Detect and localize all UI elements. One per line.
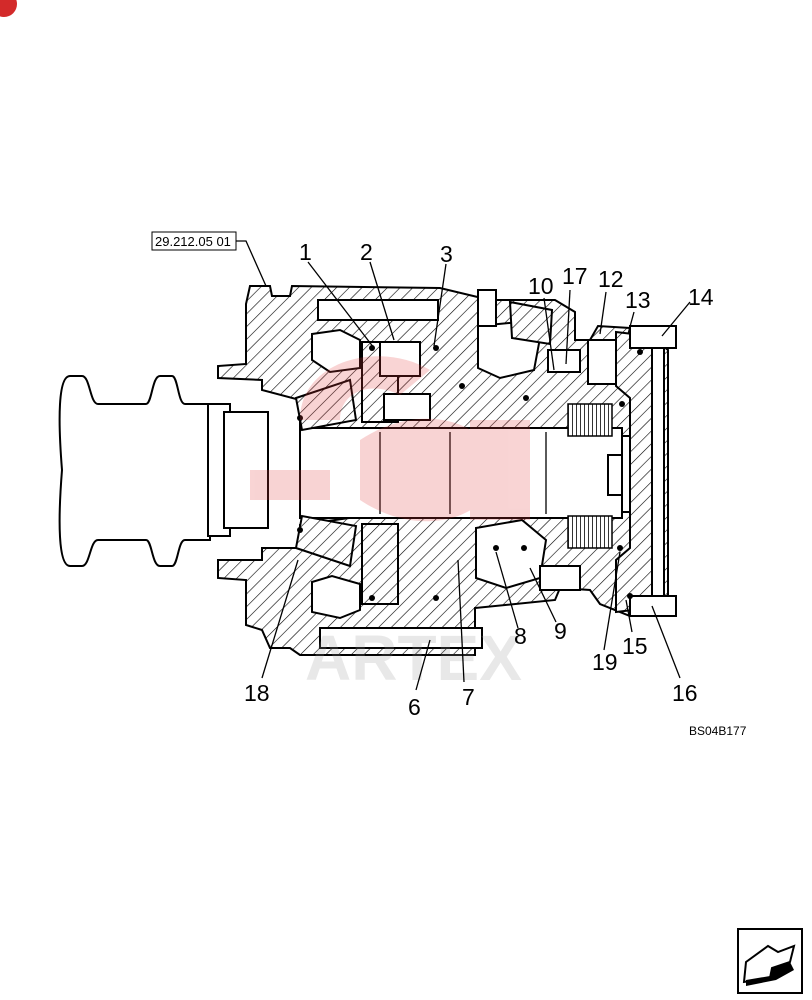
callout-17: 17 [562, 263, 588, 289]
drawing-code: BS04B177 [689, 724, 747, 738]
callout-3: 3 [440, 241, 453, 267]
output-shaft [299, 427, 623, 519]
brake-disc-pack [567, 403, 613, 437]
callout-13: 13 [625, 287, 651, 313]
o-rings [297, 345, 643, 601]
drive-sprocket [58, 375, 211, 567]
reference-label: 29.212.05 01 [155, 234, 231, 249]
callout-15: 15 [622, 633, 648, 659]
return-nav-button[interactable] [737, 928, 803, 994]
callout-8: 8 [514, 623, 527, 649]
callout-7: 7 [462, 684, 475, 710]
callout-2: 2 [360, 239, 373, 265]
watermark: ARTEX [250, 356, 530, 694]
callout-18: 18 [244, 680, 270, 706]
callout-12: 12 [598, 266, 624, 292]
corner-badge [0, 0, 17, 17]
nav-button-graphic [737, 928, 803, 994]
callout-19: 19 [592, 649, 618, 675]
callout-14: 14 [688, 284, 714, 310]
callout-16: 16 [672, 680, 698, 706]
callout-10: 10 [528, 273, 554, 299]
watermark-text: ARTEX [305, 622, 522, 694]
reference-box: 29.212.05 01 [151, 231, 267, 287]
callout-9: 9 [554, 618, 567, 644]
leader-lines [261, 261, 691, 691]
callout-6: 6 [408, 694, 421, 720]
callout-1: 1 [299, 239, 312, 265]
